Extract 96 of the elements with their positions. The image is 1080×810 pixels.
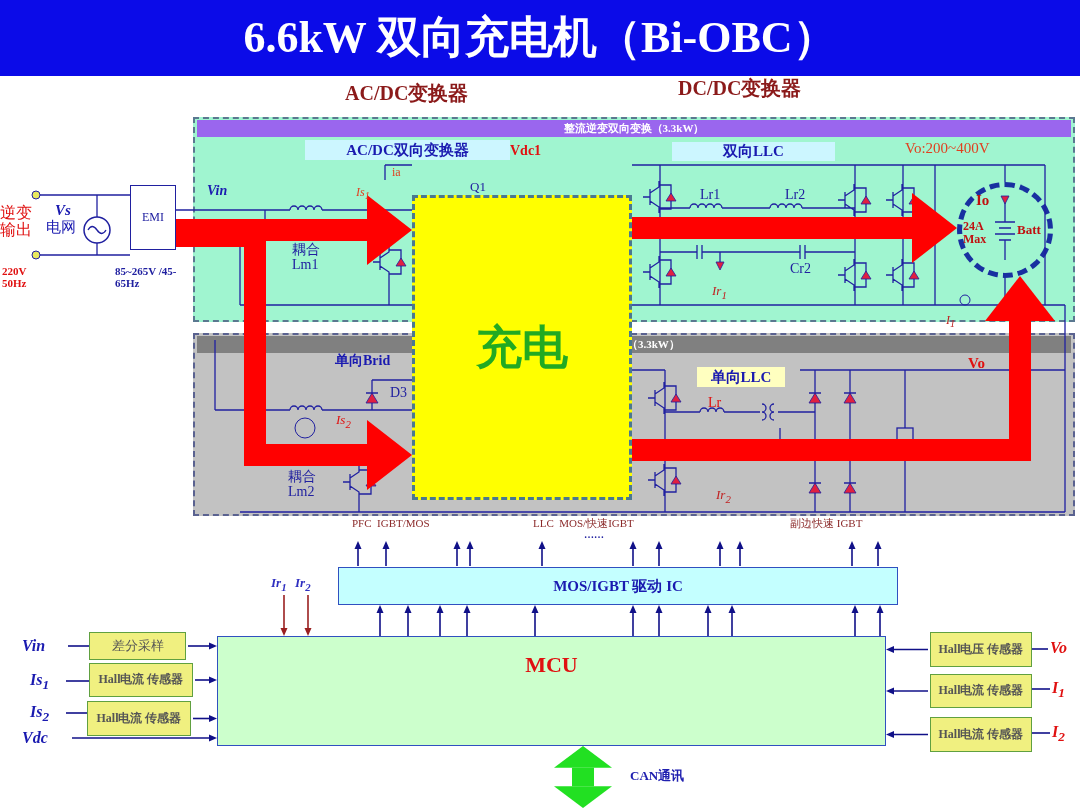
arrow <box>655 541 663 567</box>
arrow <box>382 541 390 567</box>
signal-line <box>1031 732 1051 734</box>
arrow <box>376 605 384 637</box>
mcu-box: MCU <box>217 636 886 746</box>
sensor-box: Hall电压 传感器 <box>930 632 1032 667</box>
arrow <box>436 605 444 637</box>
arrow <box>629 541 637 567</box>
arrow <box>463 605 471 637</box>
title-banner: 6.6kW 双向充电机（Bi-OBC） <box>0 0 1080 76</box>
circuit-label: Ir$_{2}$ <box>716 488 731 505</box>
signal-label: Ir$_{2}$ <box>295 573 321 593</box>
arrow <box>453 541 461 567</box>
signal-label: Vin <box>22 636 66 656</box>
circuit-label: Q1 <box>470 180 486 194</box>
circuit-label: I$_{1}$ <box>946 314 955 330</box>
sensor-box: Hall电流 传感器 <box>930 717 1032 752</box>
circuit-label: Lr <box>708 396 722 411</box>
arrow <box>728 605 736 637</box>
signal-label: Is$_{1}$ <box>30 670 64 692</box>
circuit-label: D3 <box>390 386 408 401</box>
circuit-label: Lr1 <box>700 188 721 203</box>
circuit-label: 耦合 Lm1 <box>292 243 321 273</box>
circuit-label: 85~265V /45-65Hz <box>115 266 178 290</box>
arrow <box>874 541 882 567</box>
circuit-label: Ir$_{1}$ <box>712 284 727 301</box>
double-arrow <box>554 746 612 808</box>
panel-header: 整流逆变双向变换（3.3kW） <box>197 120 1071 137</box>
arrow <box>531 605 539 637</box>
arrow <box>71 734 217 742</box>
arrow <box>704 605 712 637</box>
battery-label: Io <box>976 193 990 209</box>
circuit-label: ia <box>392 166 401 179</box>
arrow <box>304 594 312 636</box>
circuit-label: LLC MOS/快速IGBT <box>533 518 634 530</box>
battery-label: 24A Max <box>963 220 988 246</box>
signal-label: Vdc <box>22 728 70 748</box>
driver-ic-box: MOS/IGBT 驱动 IC <box>338 567 898 605</box>
circuit-label: 单向Brid <box>335 354 391 369</box>
section-label: 双向LLC <box>672 142 835 161</box>
sensor-box: 差分采样 <box>89 632 186 660</box>
arrow <box>538 541 546 567</box>
arrow <box>466 541 474 567</box>
circuit-label: Is$_{2}$ <box>336 413 351 430</box>
signal-line <box>1031 688 1051 690</box>
arrow <box>736 541 744 567</box>
arrow <box>716 541 724 567</box>
signal-label: I$_{2}$ <box>1052 722 1077 744</box>
circuit-label: DC/DC变换器 <box>678 78 802 99</box>
circuit-label: PFC IGBT/MOS <box>352 518 430 530</box>
edge-label: CAN通讯 <box>628 769 687 783</box>
signal-line <box>67 645 90 647</box>
signal-line <box>1031 648 1049 650</box>
signal-line <box>65 680 90 682</box>
circuit-label: Cr2 <box>790 262 811 277</box>
arrow <box>886 731 929 738</box>
sensor-box: Hall电流 传感器 <box>89 663 193 697</box>
circuit-label: Vo:200~400V <box>905 141 990 157</box>
arrow <box>848 541 856 567</box>
arrow <box>851 605 859 637</box>
signal-label: Vo <box>1050 638 1080 660</box>
signal-label: Is$_{2}$ <box>30 702 64 724</box>
arrow <box>194 676 217 684</box>
circuit-label: Is$_{1}$ <box>356 186 370 202</box>
arrow <box>354 541 362 567</box>
battery-circle <box>957 182 1053 278</box>
circuit-label: AC/DC变换器 <box>345 83 469 104</box>
arrow <box>886 687 929 695</box>
arrow <box>404 605 412 637</box>
section-label: AC/DC双向变换器 <box>305 140 510 160</box>
circuit-label: 副边快速 IGBT <box>790 518 863 530</box>
circuit-label: Vin <box>207 184 228 199</box>
circuit-label: Vs <box>55 203 71 219</box>
arrow <box>629 605 637 637</box>
circuit-label: 耦合 Lm2 <box>288 470 317 500</box>
section-label: 单向LLC <box>697 367 785 387</box>
sensor-box: Hall电流 传感器 <box>87 701 191 736</box>
circuit-label: Vo <box>968 356 985 372</box>
arrow <box>876 605 884 637</box>
circuit-label: Vdc1 <box>510 144 542 159</box>
signal-label: I$_{1}$ <box>1052 678 1077 700</box>
power-flow-arrow <box>176 195 412 265</box>
sensor-box: Hall电流 传感器 <box>930 674 1032 708</box>
arrow <box>280 594 288 636</box>
circuit-label: …… <box>584 530 604 541</box>
arrow <box>187 642 217 650</box>
battery-label: Batt <box>1017 223 1041 237</box>
arrow <box>192 715 217 722</box>
emi-filter-box: EMI <box>130 185 176 250</box>
signal-line <box>65 712 88 714</box>
circuit-label: 电网 <box>46 220 76 236</box>
circuit-label: Lr2 <box>785 188 806 203</box>
circuit-label: 220V 50Hz <box>2 266 28 290</box>
arrow <box>655 605 663 637</box>
arrow <box>886 646 929 653</box>
circuit-label: 逆变输出 <box>0 205 33 239</box>
